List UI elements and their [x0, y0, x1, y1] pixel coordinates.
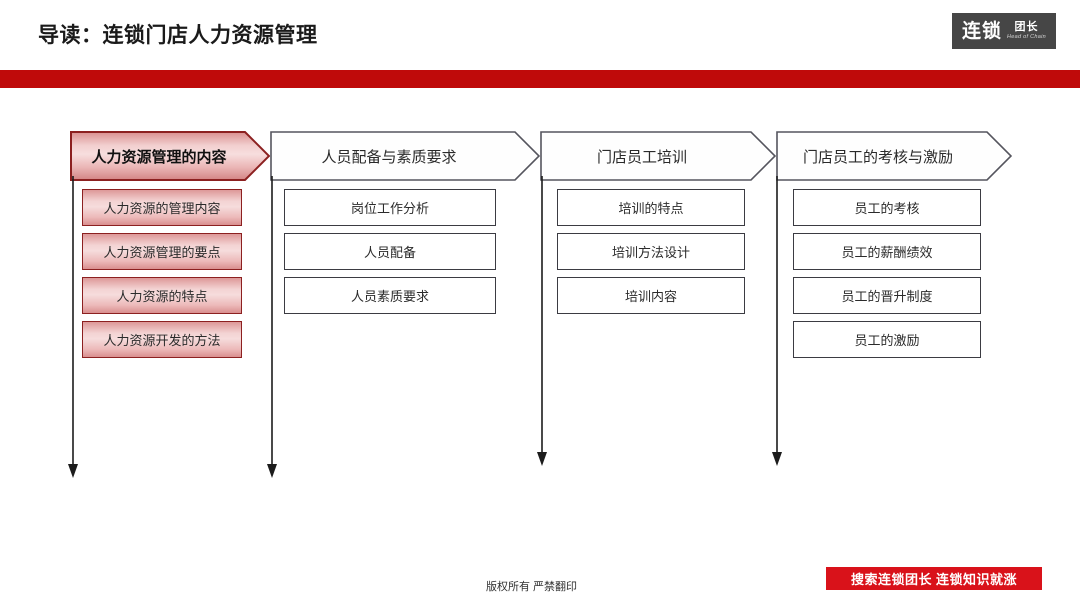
flow-header-label-1: 人力资源管理的内容: [91, 148, 227, 166]
flow-column-1: 人力资源管理的内容 人力资源的管理内容 人力资源管理的要点 人力资源的特点 人力…: [70, 131, 270, 365]
logo-sub-text: 团长: [1014, 20, 1039, 33]
list-item[interactable]: 人力资源管理的要点: [82, 233, 242, 270]
page-title: 导读：连锁门店人力资源管理: [38, 24, 318, 47]
copyright-text: 版权所有 严禁翻印: [486, 581, 578, 593]
flow-header-2[interactable]: 人员配备与素质要求: [270, 131, 540, 181]
flow-header-label-2: 人员配备与素质要求: [321, 148, 457, 166]
header-red-band: [0, 70, 1080, 88]
flow-column-2: 人员配备与素质要求 岗位工作分析 人员配备 人员素质要求: [270, 131, 540, 321]
list-item[interactable]: 岗位工作分析: [284, 189, 496, 226]
down-arrow-column-1: [68, 176, 78, 478]
list-item[interactable]: 人力资源的特点: [82, 277, 242, 314]
flow-column-3: 门店员工培训 培训的特点 培训方法设计 培训内容: [540, 131, 776, 321]
flow-header-label-3: 门店员工培训: [596, 148, 687, 166]
chevron-shape-icon: [270, 131, 540, 181]
list-item[interactable]: 培训内容: [557, 277, 745, 314]
list-item[interactable]: 员工的激励: [793, 321, 981, 358]
down-arrow-column-3: [537, 176, 547, 466]
flow-header-4[interactable]: 门店员工的考核与激励: [776, 131, 1012, 181]
list-item[interactable]: 培训方法设计: [557, 233, 745, 270]
promo-banner: 搜索连锁团长 连锁知识就涨: [826, 567, 1042, 590]
down-arrow-column-4: [772, 176, 782, 466]
flow-items-1: 人力资源的管理内容 人力资源管理的要点 人力资源的特点 人力资源开发的方法: [82, 189, 242, 358]
list-item[interactable]: 人力资源开发的方法: [82, 321, 242, 358]
list-item[interactable]: 员工的考核: [793, 189, 981, 226]
flow-items-2: 岗位工作分析 人员配备 人员素质要求: [284, 189, 496, 314]
flow-items-4: 员工的考核 员工的薪酬绩效 员工的晋升制度 员工的激励: [793, 189, 981, 358]
chevron-shape-icon: [776, 131, 1012, 181]
down-arrow-column-2: [267, 176, 277, 478]
logo-main-text: 连锁: [961, 20, 1002, 42]
promo-text: 搜索连锁团长 连锁知识就涨: [850, 572, 1018, 587]
flow-column-4: 门店员工的考核与激励 员工的考核 员工的薪酬绩效 员工的晋升制度 员工的激励: [776, 131, 1012, 365]
list-item[interactable]: 人员素质要求: [284, 277, 496, 314]
chevron-shape-icon: [70, 131, 270, 181]
logo-english-text: Head of Chain: [1006, 33, 1047, 40]
list-item[interactable]: 员工的晋升制度: [793, 277, 981, 314]
list-item[interactable]: 人力资源的管理内容: [82, 189, 242, 226]
flow-header-1[interactable]: 人力资源管理的内容: [70, 131, 270, 181]
list-item[interactable]: 培训的特点: [557, 189, 745, 226]
flow-header-label-4: 门店员工的考核与激励: [802, 148, 953, 166]
chevron-shape-icon: [540, 131, 776, 181]
flow-items-3: 培训的特点 培训方法设计 培训内容: [557, 189, 745, 314]
list-item[interactable]: 员工的薪酬绩效: [793, 233, 981, 270]
brand-logo: 连锁 团长 Head of Chain: [952, 13, 1056, 49]
logo-right-group: 团长 Head of Chain: [1006, 20, 1047, 41]
list-item[interactable]: 人员配备: [284, 233, 496, 270]
flow-header-3[interactable]: 门店员工培训: [540, 131, 776, 181]
